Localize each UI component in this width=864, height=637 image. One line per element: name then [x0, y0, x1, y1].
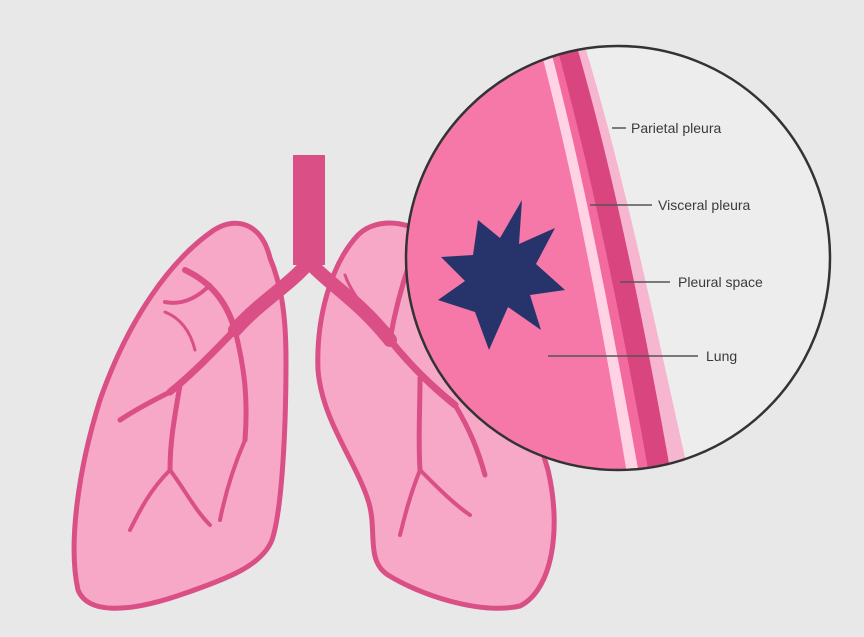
lung-label: Lung	[706, 348, 737, 364]
parietal-pleura-label: Parietal pleura	[631, 120, 721, 136]
pleural-space-label: Pleural space	[678, 274, 763, 290]
trachea	[293, 155, 325, 265]
left-lung	[74, 223, 286, 608]
visceral-pleura-label: Visceral pleura	[658, 197, 751, 213]
